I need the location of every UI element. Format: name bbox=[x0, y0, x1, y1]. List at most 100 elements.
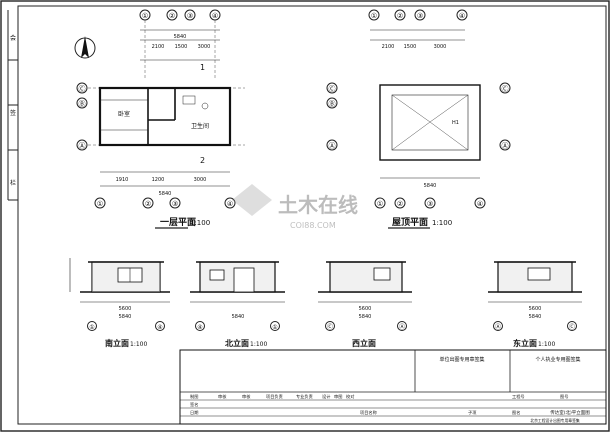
north-arrow-icon bbox=[74, 36, 96, 59]
dim-part: 5600 bbox=[529, 306, 542, 312]
dim-part: 1500 bbox=[175, 44, 188, 50]
watermark: 土木在线 COI88.COM bbox=[232, 184, 358, 230]
axis-bubble: ② bbox=[397, 200, 403, 208]
ground-floor-plan: ① ② ③ ④ 5840 2100 1500 3000 Ⓒ Ⓑ Ⓐ bbox=[74, 9, 245, 229]
axis-bubble: Ⓒ bbox=[569, 323, 575, 331]
south-elevation: 5600 5840 ① ④ 南立面 1:100 bbox=[69, 258, 170, 348]
north-elevation: 5840 ④ ① 北立面 1:100 bbox=[190, 261, 285, 348]
axis-bubble: Ⓑ bbox=[329, 100, 336, 108]
view-scale: 1:100 bbox=[432, 219, 452, 227]
axis-bubble: ① bbox=[272, 324, 277, 331]
dim-total: 5840 bbox=[359, 314, 372, 320]
plan-row-axes: Ⓒ Ⓑ Ⓐ bbox=[76, 82, 245, 151]
view-title: 一层平面 bbox=[160, 217, 196, 228]
section-mark: 2 bbox=[200, 156, 205, 165]
axis-bubble: Ⓐ bbox=[329, 142, 336, 150]
view-scale: 1:100 bbox=[538, 341, 555, 348]
east-elevation: 5600 5840 Ⓐ Ⓒ 东立面 1:100 bbox=[488, 261, 582, 348]
plan-top-dimensions: 5840 2100 1500 3000 bbox=[140, 29, 220, 61]
view-title: 屋顶平面 bbox=[392, 217, 428, 228]
tb-cell: 专业负责 bbox=[296, 393, 313, 400]
view-title: 西立面 bbox=[352, 338, 376, 348]
axis-bubble: Ⓐ bbox=[79, 142, 86, 150]
roof-column-axes: ① ② ③ ④ 2100 1500 3000 bbox=[368, 9, 468, 50]
axis-bubble: ③ bbox=[187, 12, 193, 20]
dim-total: 5840 bbox=[529, 314, 542, 320]
axis-bubble: ① bbox=[371, 12, 377, 20]
dim-total: 5840 bbox=[424, 183, 437, 189]
dim-part: 5600 bbox=[119, 306, 132, 312]
tb-cell: 审核 bbox=[218, 393, 227, 400]
tb-cell: 子项 bbox=[468, 409, 477, 416]
view-title: 北立面 bbox=[225, 338, 249, 348]
axis-bubble: ③ bbox=[172, 200, 178, 208]
dim-part: 5600 bbox=[359, 306, 372, 312]
plan-bottom-dimensions: 1910 1200 3000 5840 bbox=[100, 171, 230, 197]
view-title: 东立面 bbox=[513, 338, 537, 348]
axis-bubble: Ⓒ bbox=[327, 323, 333, 331]
dim-total: 5840 bbox=[119, 314, 132, 320]
company-stamp-text: 单位出图专用章签集 bbox=[439, 356, 484, 363]
axis-bubble: Ⓒ bbox=[329, 85, 336, 93]
dim-part: 1910 bbox=[116, 177, 129, 183]
axis-bubble: ③ bbox=[417, 12, 423, 20]
axis-bubble: Ⓒ bbox=[502, 85, 509, 93]
left-strip: 会 签 栏 bbox=[7, 10, 19, 201]
axis-bubble: Ⓑ bbox=[79, 100, 86, 108]
dim-total: 5840 bbox=[174, 34, 187, 40]
dim-part: 3000 bbox=[198, 44, 211, 50]
dim-part: 1200 bbox=[152, 177, 165, 183]
dim-part: 2100 bbox=[152, 44, 165, 50]
axis-bubble: ④ bbox=[459, 12, 465, 20]
left-strip-char-1: 会 bbox=[10, 34, 16, 42]
dim-total: 5840 bbox=[159, 191, 172, 197]
axis-bubble: Ⓐ bbox=[399, 323, 405, 331]
roof-bottom-dims: 5840 ① ② ③ ④ bbox=[374, 177, 486, 209]
room-label-toilet: 卫生间 bbox=[191, 122, 209, 130]
axis-bubble: ② bbox=[397, 12, 403, 20]
axis-bubble: Ⓒ bbox=[79, 85, 86, 93]
tb-cell: 设计 bbox=[322, 393, 330, 400]
tb-cell: 项目名称 bbox=[360, 409, 377, 416]
tb-cell: 制图 bbox=[190, 393, 198, 400]
signature-row-1: 制图 审核 审核 项目负责 专业负责 设计 审图 校对 bbox=[190, 393, 354, 400]
axis-bubble: Ⓐ bbox=[502, 142, 509, 150]
plan-bottom-axes: ① ② ③ ④ bbox=[94, 197, 236, 209]
axis-bubble: ④ bbox=[477, 200, 483, 208]
title-block: 单位出图专用章签集 个人执业专用图签集 制图 审核 审核 项目负责 专业负责 设… bbox=[179, 349, 607, 425]
view-scale: 1:100 bbox=[130, 341, 147, 348]
axis-bubble: ④ bbox=[212, 12, 218, 20]
watermark-url: COI88.COM bbox=[290, 221, 336, 230]
roof-outline bbox=[379, 84, 481, 161]
dim-part: 1500 bbox=[404, 44, 417, 50]
design-firm: 北京工程设计出图专用章签集 bbox=[530, 418, 580, 423]
tb-cell: 校对 bbox=[346, 393, 354, 400]
dim-part: 2100 bbox=[382, 44, 395, 50]
left-strip-char-3: 栏 bbox=[10, 179, 16, 187]
tb-cell: 图号 bbox=[560, 394, 568, 400]
dim-total: 5840 bbox=[232, 314, 245, 320]
view-scale: 1:100 bbox=[190, 219, 210, 227]
dim-part: 3000 bbox=[194, 177, 207, 183]
plan-walls bbox=[98, 86, 232, 147]
watermark-brand: 土木在线 bbox=[278, 193, 358, 217]
axis-bubble: ② bbox=[145, 200, 151, 208]
tb-cell: 签名 bbox=[190, 401, 198, 408]
section-mark: 1 bbox=[200, 63, 205, 72]
room-label-bedroom: 卧室 bbox=[118, 110, 130, 118]
axis-bubble: ① bbox=[89, 324, 94, 331]
drawing-title: 传达室(北)平立面图 bbox=[550, 409, 590, 416]
axis-bubble: ① bbox=[97, 200, 103, 208]
axis-bubble: Ⓐ bbox=[495, 323, 501, 331]
tb-cell: 审图 bbox=[334, 393, 342, 400]
tb-cell: 日期 bbox=[190, 410, 198, 416]
axis-bubble: ② bbox=[169, 12, 175, 20]
axis-bubble: ④ bbox=[157, 324, 162, 331]
left-strip-char-2: 签 bbox=[10, 109, 16, 117]
dim-part: 3000 bbox=[434, 44, 447, 50]
tb-cell: 审核 bbox=[242, 393, 251, 400]
axis-bubble: ④ bbox=[227, 200, 233, 208]
